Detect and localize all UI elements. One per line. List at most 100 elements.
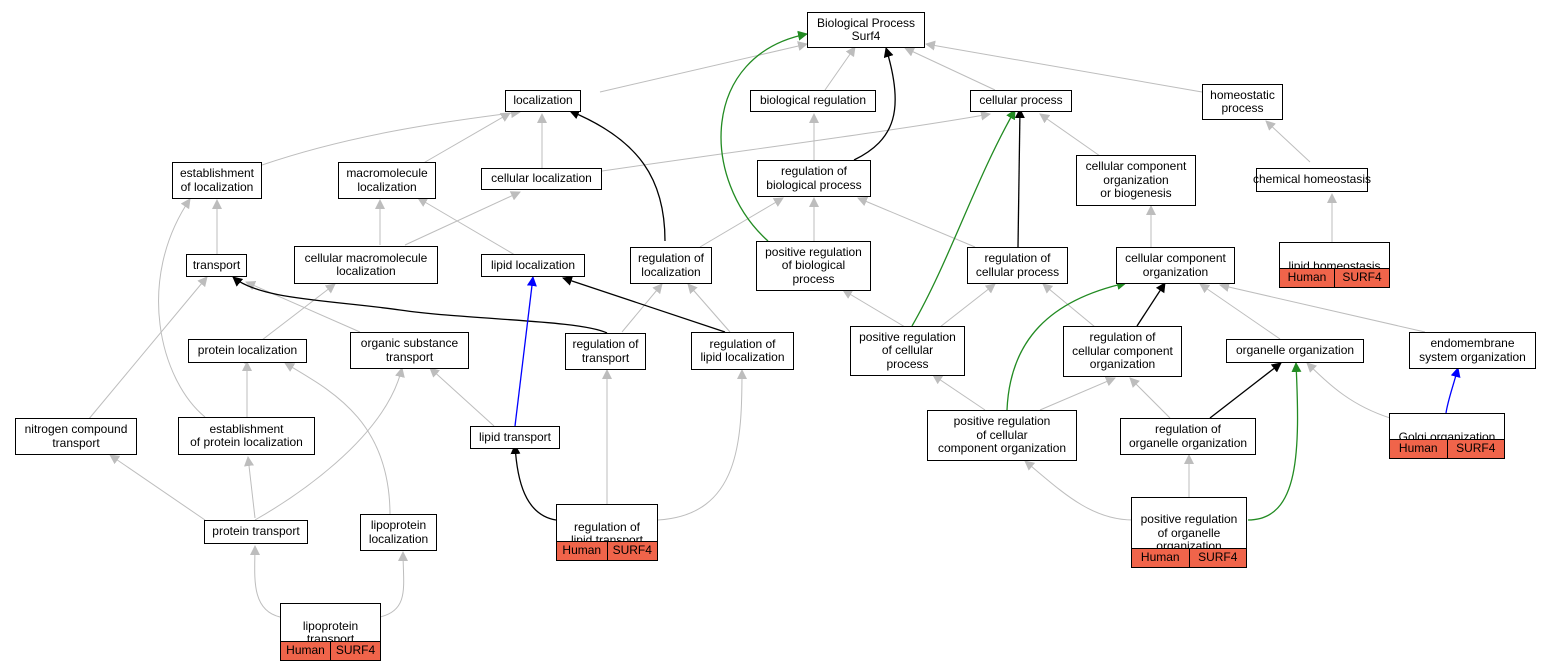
node-label: biological regulation bbox=[759, 93, 867, 108]
edge bbox=[857, 196, 976, 248]
node-lipid-localization[interactable]: lipid localization bbox=[481, 254, 585, 277]
edge bbox=[699, 197, 784, 248]
gene-tag: SURF4 bbox=[330, 642, 380, 660]
edge bbox=[244, 456, 256, 519]
node-label: lipoprotein localization bbox=[368, 518, 429, 546]
edge bbox=[429, 367, 495, 427]
node-label: cellular process bbox=[979, 93, 1063, 108]
organism-tag: Human bbox=[1398, 441, 1438, 456]
node-label: regulation of transport bbox=[572, 337, 639, 365]
node-label: cellular component organization or bioge… bbox=[1085, 159, 1187, 201]
node-label: endomembrane system organization bbox=[1419, 336, 1526, 364]
node-regulation-of-biological-process[interactable]: regulation of biological process bbox=[757, 160, 871, 197]
node-label: regulation of cellular process bbox=[975, 251, 1060, 279]
edge bbox=[621, 283, 663, 333]
edge bbox=[601, 110, 991, 172]
edge bbox=[1024, 460, 1134, 521]
node-label: localization bbox=[513, 93, 573, 108]
edge bbox=[911, 109, 1016, 327]
edge bbox=[1039, 376, 1116, 411]
node-label: regulation of lipid localization bbox=[700, 336, 785, 364]
node-root[interactable]: Biological Process Surf4 bbox=[807, 12, 925, 48]
node-regulation-of-transport[interactable]: regulation of transport bbox=[565, 333, 646, 370]
edge bbox=[158, 198, 206, 418]
edge bbox=[939, 283, 996, 328]
node-establishment-of-protein-localization[interactable]: establishment of protein localization bbox=[178, 417, 315, 455]
node-biological-regulation[interactable]: biological regulation bbox=[750, 90, 876, 112]
edge bbox=[232, 276, 608, 334]
node-label: establishment of protein localization bbox=[190, 421, 303, 449]
node-positive-regulation-of-cellular-component-organization[interactable]: positive regulation of cellular componen… bbox=[927, 410, 1077, 461]
node-regulation-of-organelle-organization[interactable]: regulation of organelle organization bbox=[1120, 418, 1256, 455]
node-regulation-of-lipid-localization[interactable]: regulation of lipid localization bbox=[691, 332, 794, 370]
node-transport[interactable]: transport bbox=[186, 254, 247, 277]
edge bbox=[925, 40, 1203, 93]
node-localization[interactable]: localization bbox=[505, 90, 581, 112]
edge bbox=[1014, 108, 1025, 248]
edge bbox=[261, 108, 521, 166]
node-label: cellular localization bbox=[491, 171, 592, 186]
node-label: establishment of localization bbox=[179, 166, 255, 194]
node-regulation-of-localization[interactable]: regulation of localization bbox=[630, 247, 712, 284]
edge bbox=[1006, 280, 1127, 411]
node-label: cellular component organization bbox=[1125, 251, 1226, 279]
node-label: Biological Process Surf4 bbox=[816, 15, 916, 43]
edge bbox=[687, 283, 731, 333]
node-label: regulation of biological process bbox=[766, 164, 862, 192]
node-protein-localization[interactable]: protein localization bbox=[188, 339, 307, 363]
node-label: homeostatic process bbox=[1210, 87, 1275, 115]
node-nitrogen-compound-transport[interactable]: nitrogen compound transport bbox=[15, 418, 137, 455]
gene-tag: SURF4 bbox=[1188, 549, 1247, 567]
edge bbox=[514, 276, 537, 427]
node-endomembrane-system-organization[interactable]: endomembrane system organization bbox=[1409, 332, 1536, 369]
edge bbox=[1265, 120, 1311, 163]
node-label: positive regulation of cellular componen… bbox=[937, 414, 1067, 456]
blue-edges bbox=[514, 276, 1461, 427]
edge bbox=[1129, 377, 1171, 419]
node-lipid-transport[interactable]: lipid transport bbox=[470, 426, 560, 449]
node-cellular-localization[interactable]: cellular localization bbox=[481, 168, 602, 190]
node-organelle-organization[interactable]: organelle organization bbox=[1226, 339, 1364, 363]
node-label: nitrogen compound transport bbox=[24, 422, 128, 450]
node-establishment-of-localization[interactable]: establishment of localization bbox=[172, 162, 262, 199]
edge bbox=[842, 289, 906, 328]
node-organic-substance-transport[interactable]: organic substance transport bbox=[350, 332, 469, 369]
node-homeostatic-process[interactable]: homeostatic process bbox=[1202, 84, 1283, 120]
node-positive-regulation-of-organelle-organization[interactable]: positive regulation of organelle organiz… bbox=[1131, 497, 1247, 568]
node-lipoprotein-localization[interactable]: lipoprotein localization bbox=[360, 514, 437, 551]
node-label: lipid localization bbox=[490, 257, 576, 272]
green-edges bbox=[720, 30, 1302, 521]
node-macromolecule-localization[interactable]: macromolecule localization bbox=[338, 162, 436, 199]
edge bbox=[510, 444, 557, 521]
edge bbox=[1445, 367, 1461, 414]
node-cellular-component-organization-or-biogenesis[interactable]: cellular component organization or bioge… bbox=[1076, 155, 1196, 206]
node-positive-regulation-of-cellular-process[interactable]: positive regulation of cellular process bbox=[850, 326, 965, 376]
node-cellular-process[interactable]: cellular process bbox=[970, 90, 1072, 112]
node-label: regulation of localization bbox=[637, 251, 705, 279]
organism-tag: Human bbox=[1287, 270, 1327, 285]
edge bbox=[720, 30, 808, 242]
node-regulation-of-cellular-process[interactable]: regulation of cellular process bbox=[967, 247, 1068, 284]
edge bbox=[569, 109, 666, 242]
gene-tag: SURF4 bbox=[1334, 269, 1389, 287]
edge bbox=[1039, 113, 1101, 157]
node-label: protein transport bbox=[212, 524, 300, 539]
node-cellular-component-organization[interactable]: cellular component organization bbox=[1116, 247, 1235, 284]
node-positive-regulation-of-biological-process[interactable]: positive regulation of biological proces… bbox=[756, 241, 871, 291]
node-chemical-homeostasis[interactable]: chemical homeostasis bbox=[1253, 168, 1371, 192]
edge bbox=[284, 362, 391, 516]
node-cellular-macromolecule-localization[interactable]: cellular macromolecule localization bbox=[294, 246, 438, 284]
organism-tag: Human bbox=[562, 543, 602, 558]
edge bbox=[245, 281, 361, 333]
edge bbox=[419, 112, 511, 166]
node-label: regulation of organelle organization bbox=[1128, 422, 1248, 450]
node-regulation-of-cellular-component-organization[interactable]: regulation of cellular component organiz… bbox=[1063, 326, 1182, 377]
node-protein-transport[interactable]: protein transport bbox=[204, 520, 308, 544]
